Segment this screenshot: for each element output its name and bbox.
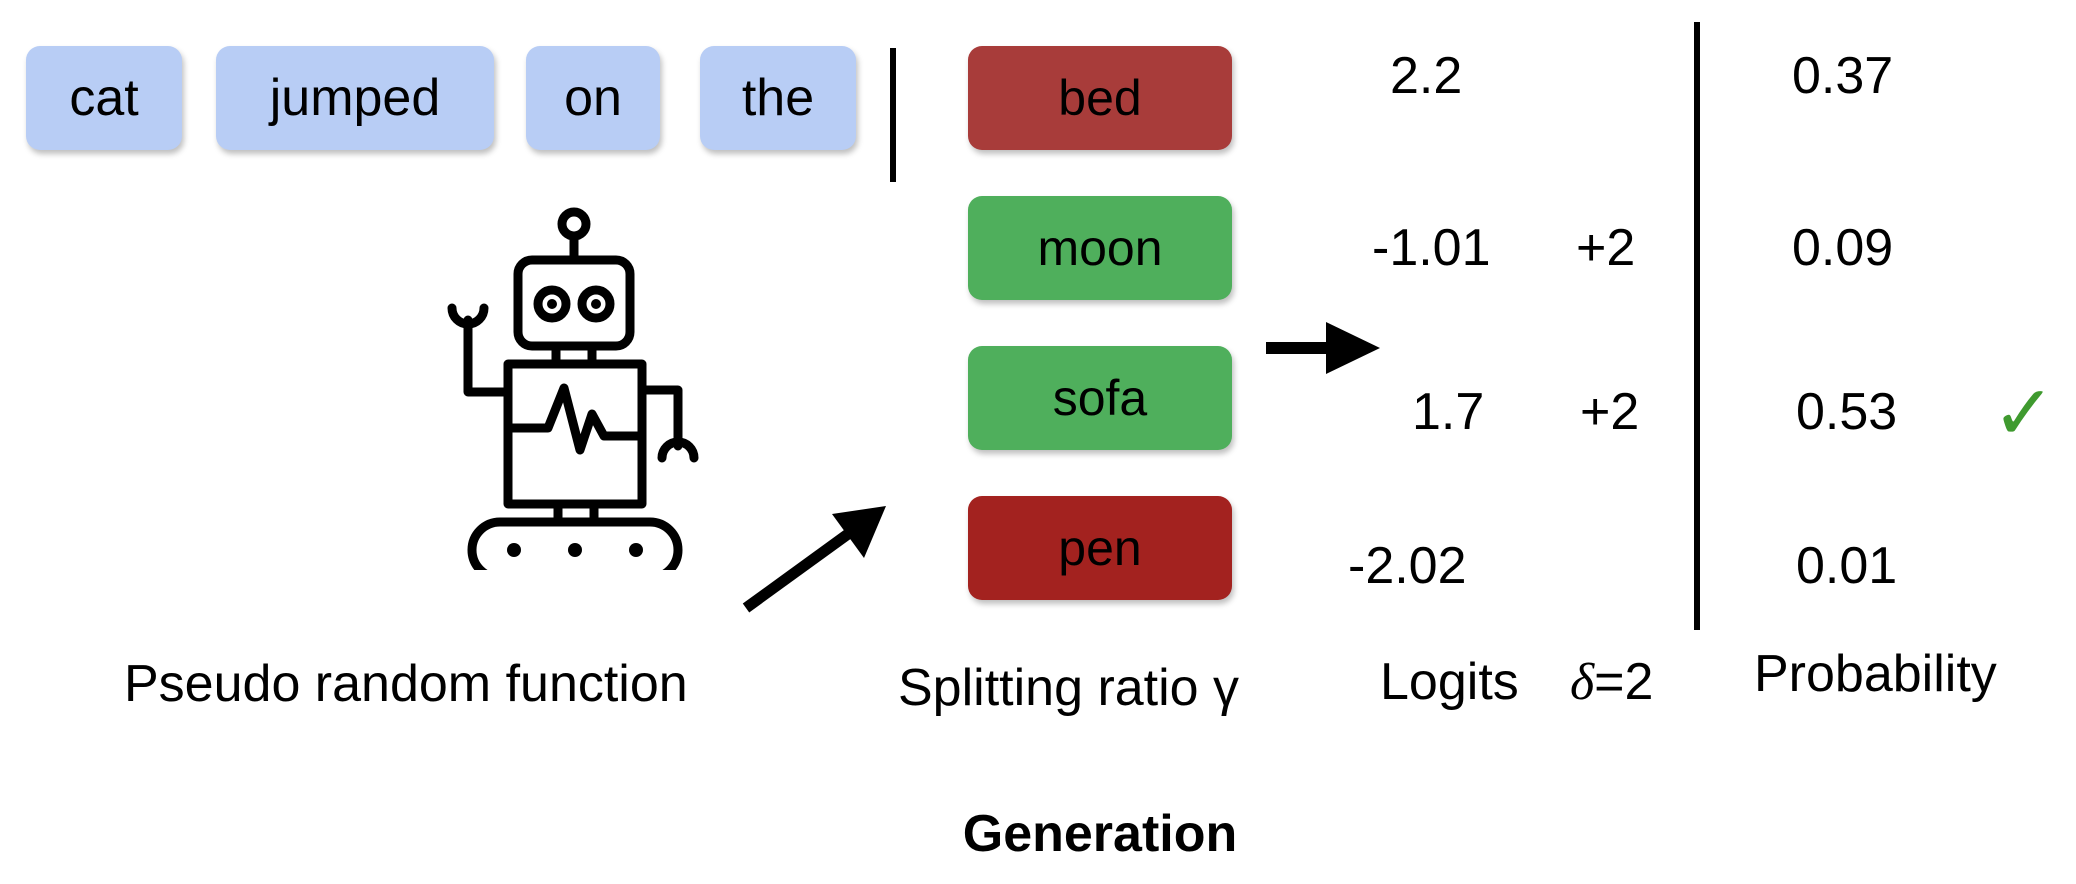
vocab-word-moon: moon (968, 196, 1232, 300)
delta-moon: +2 (1576, 219, 1636, 277)
logit-moon: -1.01 (1372, 219, 1491, 277)
vocab-word-pen: pen (968, 496, 1232, 600)
probability-label: Probability (1754, 645, 1997, 703)
token-the: the (700, 46, 856, 150)
checkmark-icon: ✓ (1992, 368, 2056, 457)
arrow-up-right-icon (742, 506, 886, 613)
vocab-word-sofa: sofa (968, 346, 1232, 450)
prob-sofa: 0.53 (1796, 383, 1898, 441)
prob-bed: 0.37 (1792, 47, 1894, 105)
vocab-word-bed: bed (968, 46, 1232, 150)
context-separator (890, 48, 896, 182)
splitting-ratio-label: Splitting ratio γ (898, 659, 1240, 717)
logit-pen: -2.02 (1348, 537, 1467, 595)
logit-bed: 2.2 (1390, 47, 1463, 105)
generation-title: Generation (962, 805, 1238, 863)
arrow-right-icon (1266, 322, 1380, 374)
delta-sofa: +2 (1580, 383, 1640, 441)
logits-label: Logits (1380, 653, 1519, 711)
prob-moon: 0.09 (1792, 219, 1894, 277)
prob-pen: 0.01 (1796, 537, 1898, 595)
token-jumped: jumped (216, 46, 494, 150)
token-on: on (526, 46, 660, 150)
delta-symbol: δ (1570, 654, 1595, 711)
pseudo-random-function-label: Pseudo random function (124, 655, 688, 713)
delta-label: δ=2 (1570, 652, 1653, 712)
probability-separator (1694, 22, 1700, 630)
token-cat: cat (26, 46, 182, 150)
logit-sofa: 1.7 (1412, 383, 1485, 441)
delta-value: =2 (1594, 653, 1654, 711)
robot-icon (447, 207, 699, 570)
